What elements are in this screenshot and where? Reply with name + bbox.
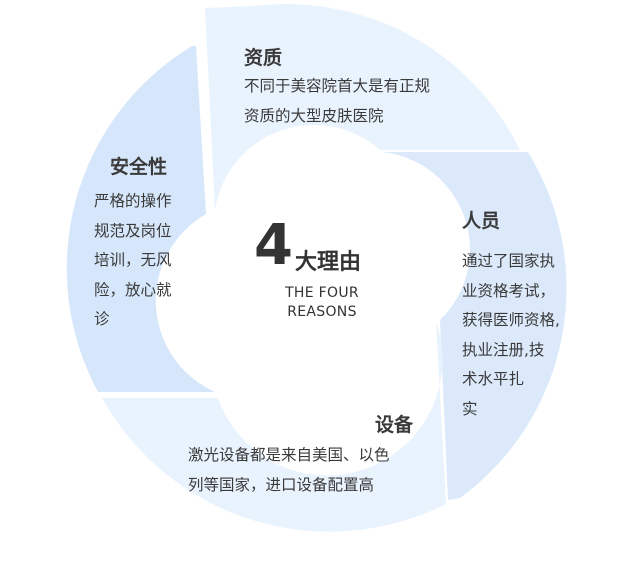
segment-line: 严格的操作 — [94, 192, 172, 210]
segment-body-safety: 严格的操作 规范及岗位 培训，无风 险，放心就 诊 — [94, 187, 172, 335]
segment-line: 获得医师资格, — [462, 311, 560, 329]
segment-line: 通过了国家执 — [462, 252, 556, 270]
segment-line: 险，放心就 — [94, 280, 172, 299]
center-subtitle-line: THE FOUR — [285, 285, 359, 301]
segment-title-qualification: 资质 — [244, 47, 283, 69]
segment-body-staff: 通过了国家执 业资格考试， 获得医师资格, 执业注册,技 术水平扎 实 — [462, 247, 560, 424]
segment-title-equipment: 设备 — [375, 414, 414, 436]
segment-line: 培训，无风 — [94, 251, 172, 269]
segment-line: 列等国家，进口设备配置高 — [188, 475, 375, 494]
segment-title-staff: 人员 — [462, 210, 501, 232]
segment-line: 不同于美容院首大是有正规 — [244, 77, 431, 95]
segment-line: 规范及岗位 — [94, 221, 172, 240]
ring-segment-equipment — [102, 322, 446, 532]
segment-line: 激光设备都是来自美国、以色 — [188, 446, 390, 464]
segment-line: 业资格考试， — [462, 281, 556, 300]
segment-line: 术水平扎 — [462, 370, 525, 388]
segment-line: 资质的大型皮肤医院 — [244, 106, 384, 125]
ring-segment-safety — [66, 46, 215, 392]
center-number: 4 — [254, 213, 293, 278]
segment-title-safety: 安全性 — [110, 156, 168, 178]
segment-body-equipment: 激光设备都是来自美国、以色 列等国家，进口设备配置高 — [188, 441, 390, 500]
ring-segment-staff — [382, 152, 567, 500]
segment-body-qualification: 不同于美容院首大是有正规 资质的大型皮肤医院 — [244, 72, 430, 131]
center-subtitle-line: REASONS — [287, 304, 357, 320]
segment-line: 诊 — [94, 310, 110, 328]
center-title: 大理由 — [295, 250, 362, 275]
segment-line: 实 — [462, 399, 478, 418]
segment-line: 执业注册,技 — [462, 340, 545, 359]
center-subtitle: THE FOUR REASONS — [248, 284, 396, 322]
ring-segment-qualification — [205, 4, 520, 210]
